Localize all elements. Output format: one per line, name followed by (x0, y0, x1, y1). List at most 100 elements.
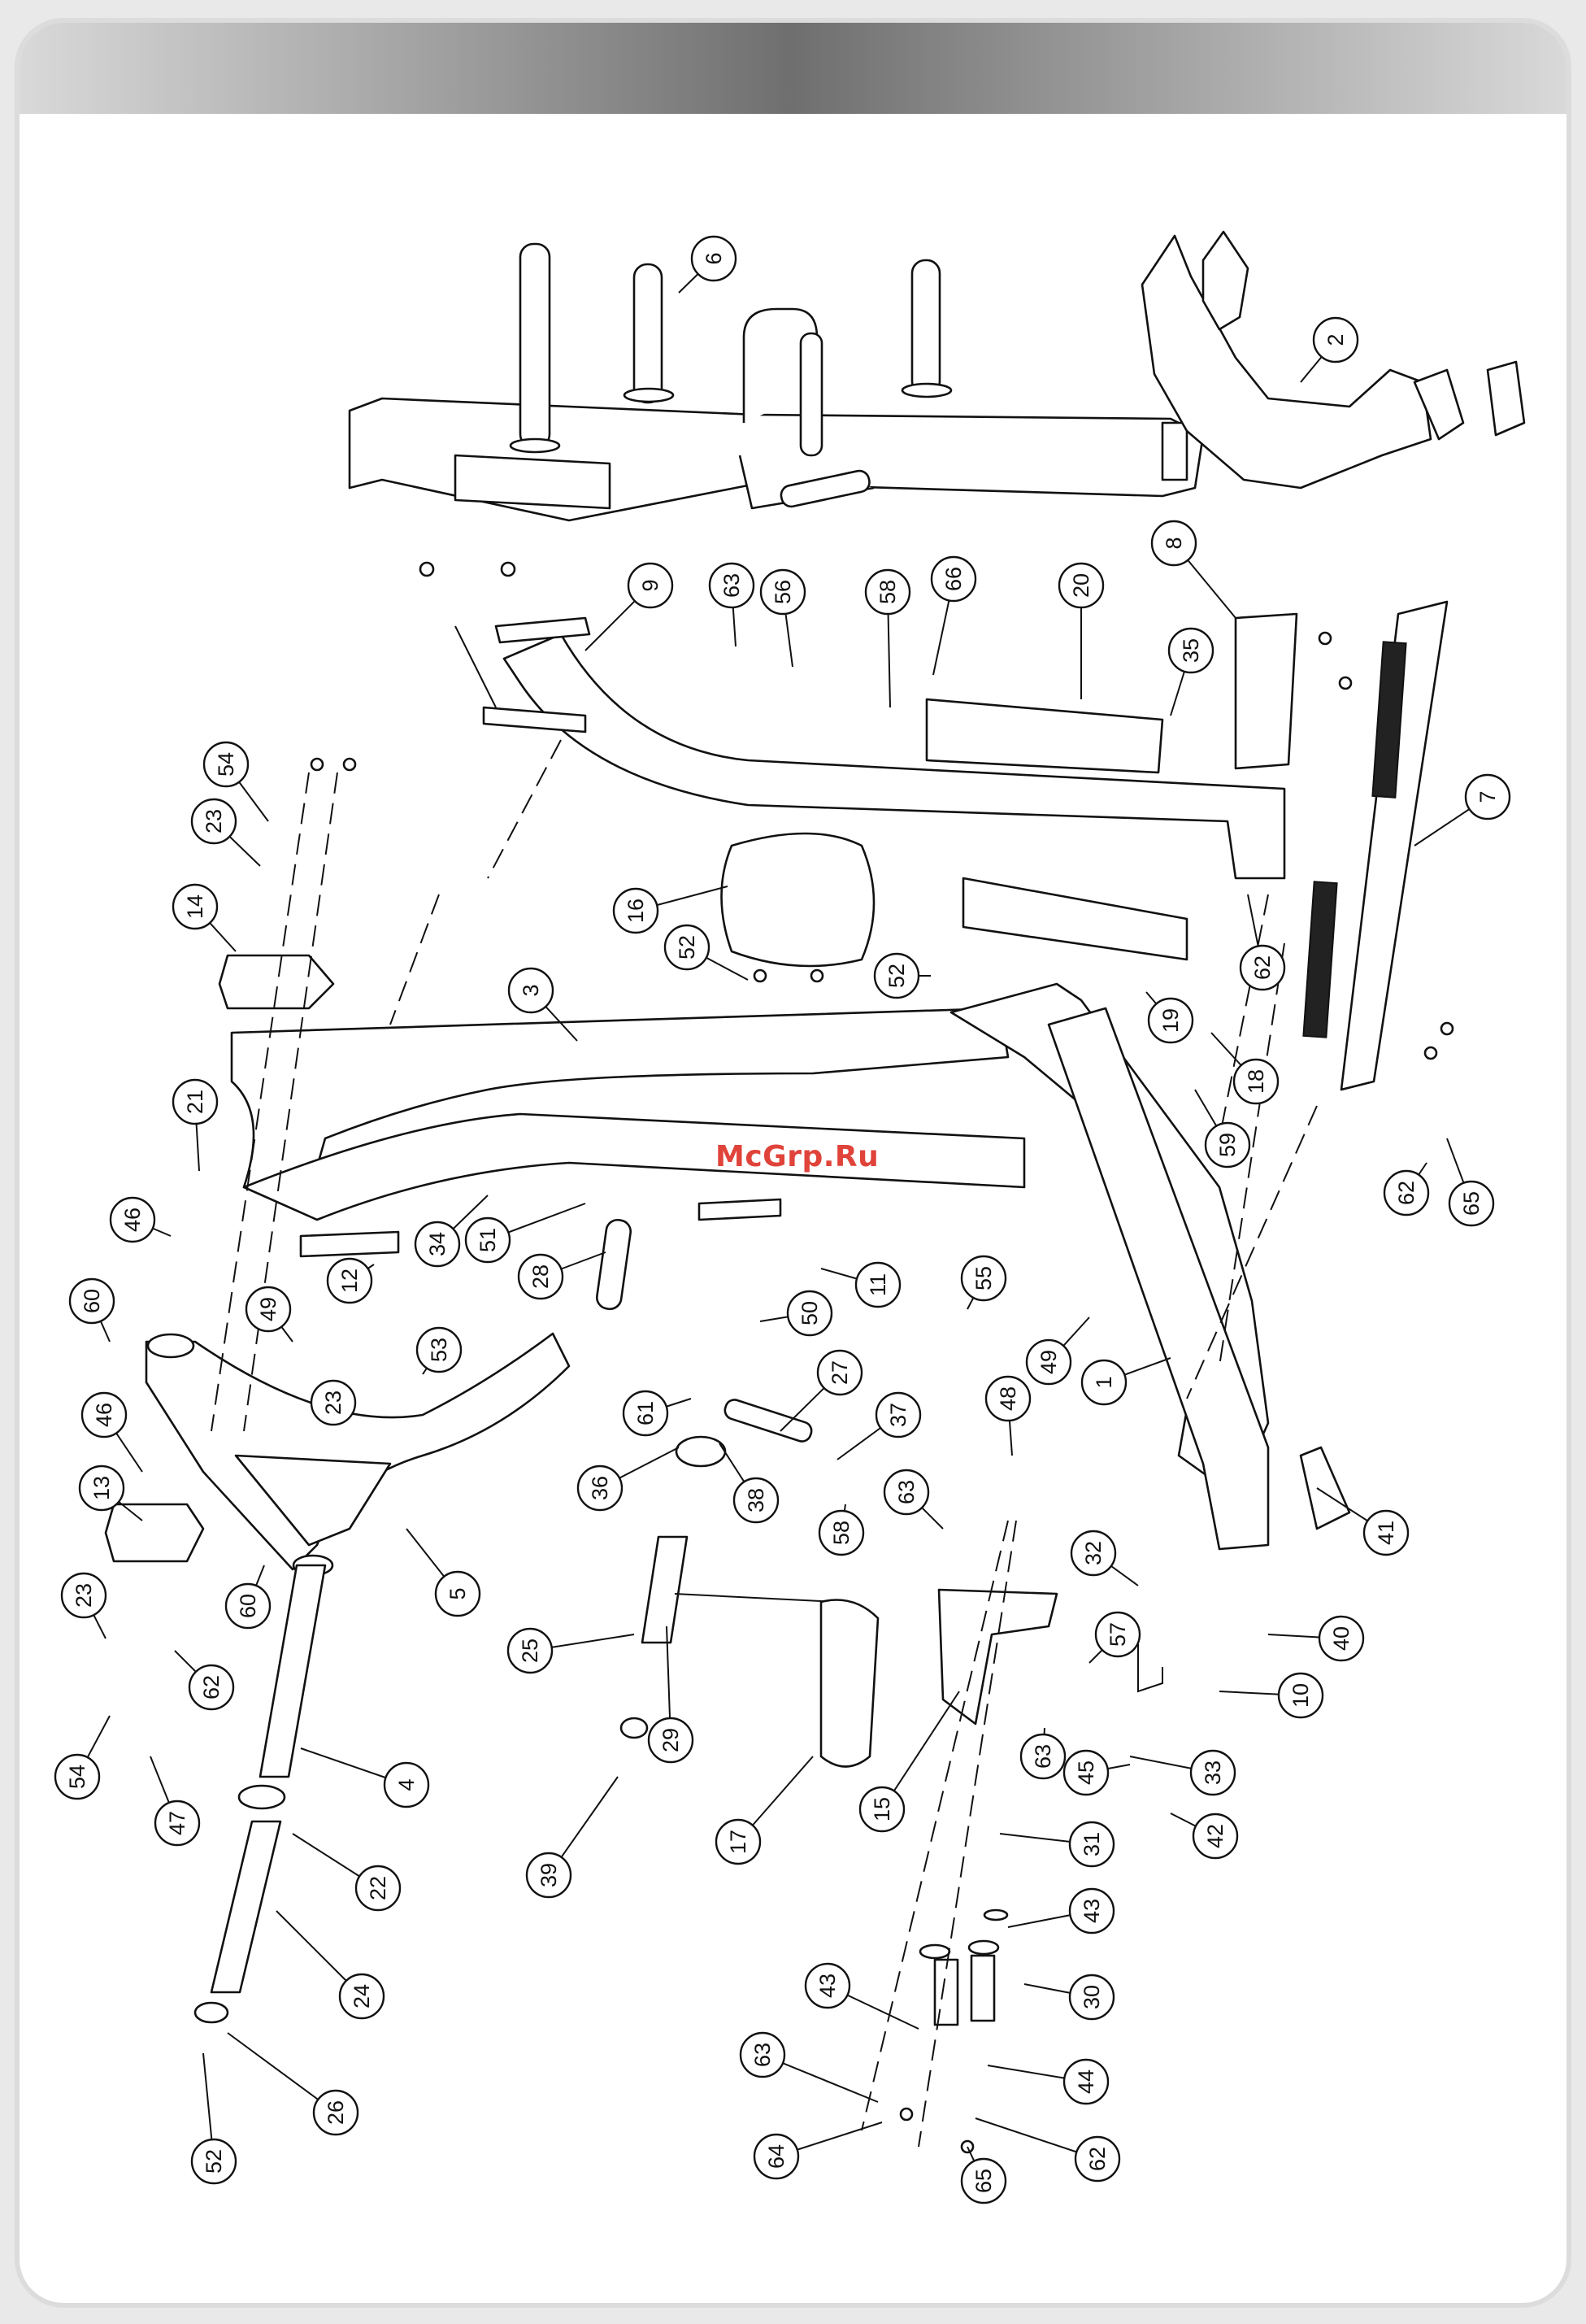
callout-part-45: 45 (1064, 1751, 1130, 1795)
callout-number: 27 (828, 1360, 852, 1385)
part-10-hook (1138, 1643, 1162, 1691)
callout-number: 49 (256, 1297, 280, 1321)
callout-part-25: 25 (508, 1629, 634, 1673)
callout-number: 44 (1074, 2069, 1098, 2094)
callout-part-58: 58 (866, 570, 910, 707)
callout-part-21: 21 (173, 1080, 217, 1171)
part-25-roller (642, 1537, 687, 1643)
callout-number: 38 (744, 1488, 768, 1512)
callout-number: 43 (815, 1974, 840, 1998)
callout-number: 21 (183, 1090, 207, 1114)
callout-part-7: 7 (1414, 775, 1510, 846)
callout-number: 46 (92, 1403, 116, 1427)
callout-part-28: 28 (519, 1252, 606, 1299)
callout-number: 60 (236, 1594, 260, 1618)
callout-part-57: 57 (1089, 1612, 1140, 1663)
part-5-lower-frame (146, 1334, 569, 1575)
callout-number: 37 (886, 1403, 910, 1427)
part-7-right-rail (1303, 602, 1447, 1090)
callout-number: 25 (518, 1639, 542, 1663)
callout-part-63: 63 (710, 564, 754, 646)
callout-part-23: 23 (62, 1573, 106, 1639)
callout-part-38: 38 (719, 1443, 778, 1522)
part-41-pad (1301, 1447, 1349, 1529)
callout-number: 52 (202, 2149, 226, 2174)
callout-number: 12 (337, 1269, 362, 1293)
callout-part-39: 39 (527, 1777, 618, 1897)
callout-part-36: 36 (578, 1447, 679, 1510)
callout-part-63: 63 (741, 2033, 878, 2102)
callout-part-51: 51 (466, 1203, 585, 1262)
callout-part-16: 16 (614, 886, 728, 933)
callout-part-15: 15 (860, 1691, 959, 1831)
part-27-tube (723, 1398, 814, 1444)
callout-part-19: 19 (1146, 992, 1193, 1042)
roller-stack (920, 1910, 1007, 2025)
callout-part-54: 54 (55, 1716, 110, 1799)
callout-number: 51 (476, 1228, 500, 1252)
callout-part-30: 30 (1024, 1975, 1114, 2019)
callout-number: 48 (996, 1386, 1020, 1411)
callout-part-49: 49 (1027, 1317, 1089, 1384)
callout-number: 14 (183, 894, 207, 919)
callout-part-60: 60 (70, 1279, 114, 1342)
callout-part-44: 44 (988, 2060, 1108, 2104)
part-19-pad (963, 878, 1187, 960)
callout-number: 62 (1394, 1181, 1419, 1205)
callout-part-37: 37 (837, 1393, 920, 1460)
callout-number: 53 (427, 1338, 451, 1362)
callout-part-58: 58 (819, 1504, 863, 1555)
callout-part-43: 43 (1008, 1889, 1114, 1933)
part-28-roller (595, 1218, 632, 1310)
callout-number: 11 (866, 1273, 890, 1296)
callout-part-53: 53 (417, 1328, 461, 1374)
callout-number: 3 (519, 984, 543, 996)
callout-number: 31 (1080, 1832, 1104, 1856)
callout-part-66: 66 (932, 557, 975, 675)
part-36-bushing (676, 1437, 725, 1466)
callout-part-20: 20 (1059, 564, 1103, 699)
callout-number: 9 (638, 579, 663, 591)
callout-number: 39 (537, 1863, 561, 1887)
callout-part-46: 46 (82, 1393, 142, 1472)
part-15-bracket (939, 1590, 1057, 1724)
callout-number: 64 (764, 2144, 789, 2169)
part-12-plate (301, 1232, 398, 1256)
callout-number: 62 (199, 1675, 224, 1699)
callout-number: 54 (214, 752, 238, 777)
callout-number: 63 (894, 1480, 919, 1504)
callout-part-18: 18 (1211, 1033, 1278, 1103)
callout-number: 32 (1081, 1541, 1106, 1565)
part-4-post (260, 1565, 325, 1777)
callout-part-64: 64 (754, 2122, 882, 2178)
callout-part-40: 40 (1268, 1617, 1363, 1660)
callout-part-65: 65 (1447, 1138, 1493, 1225)
callout-part-9: 9 (585, 564, 672, 651)
callout-number: 35 (1179, 638, 1203, 663)
part-16-pad (722, 833, 875, 966)
callout-part-31: 31 (1000, 1822, 1114, 1866)
callout-number: 62 (1250, 955, 1275, 980)
callout-number: 60 (80, 1289, 104, 1313)
callout-part-49: 49 (246, 1287, 293, 1342)
callout-number: 49 (1036, 1350, 1061, 1374)
callout-number: 2 (1323, 333, 1348, 346)
callout-number: 6 (702, 252, 726, 264)
callout-part-62: 62 (1241, 894, 1284, 990)
callout-part-59: 59 (1195, 1090, 1249, 1167)
part-24-post (211, 1821, 280, 1992)
callout-number: 19 (1158, 1008, 1183, 1033)
callout-part-24: 24 (276, 1911, 384, 2018)
callout-number: 30 (1080, 1985, 1104, 2009)
callout-number: 15 (870, 1797, 894, 1821)
callout-part-8: 8 (1152, 521, 1236, 618)
callout-number: 16 (624, 899, 648, 923)
callout-number: 10 (1288, 1683, 1313, 1708)
callout-part-14: 14 (173, 885, 236, 951)
part-13-plate (106, 1504, 203, 1561)
callout-part-42: 42 (1171, 1813, 1237, 1858)
callout-number: 36 (588, 1476, 612, 1500)
callout-number: 58 (876, 580, 900, 604)
callout-number: 20 (1069, 573, 1093, 598)
